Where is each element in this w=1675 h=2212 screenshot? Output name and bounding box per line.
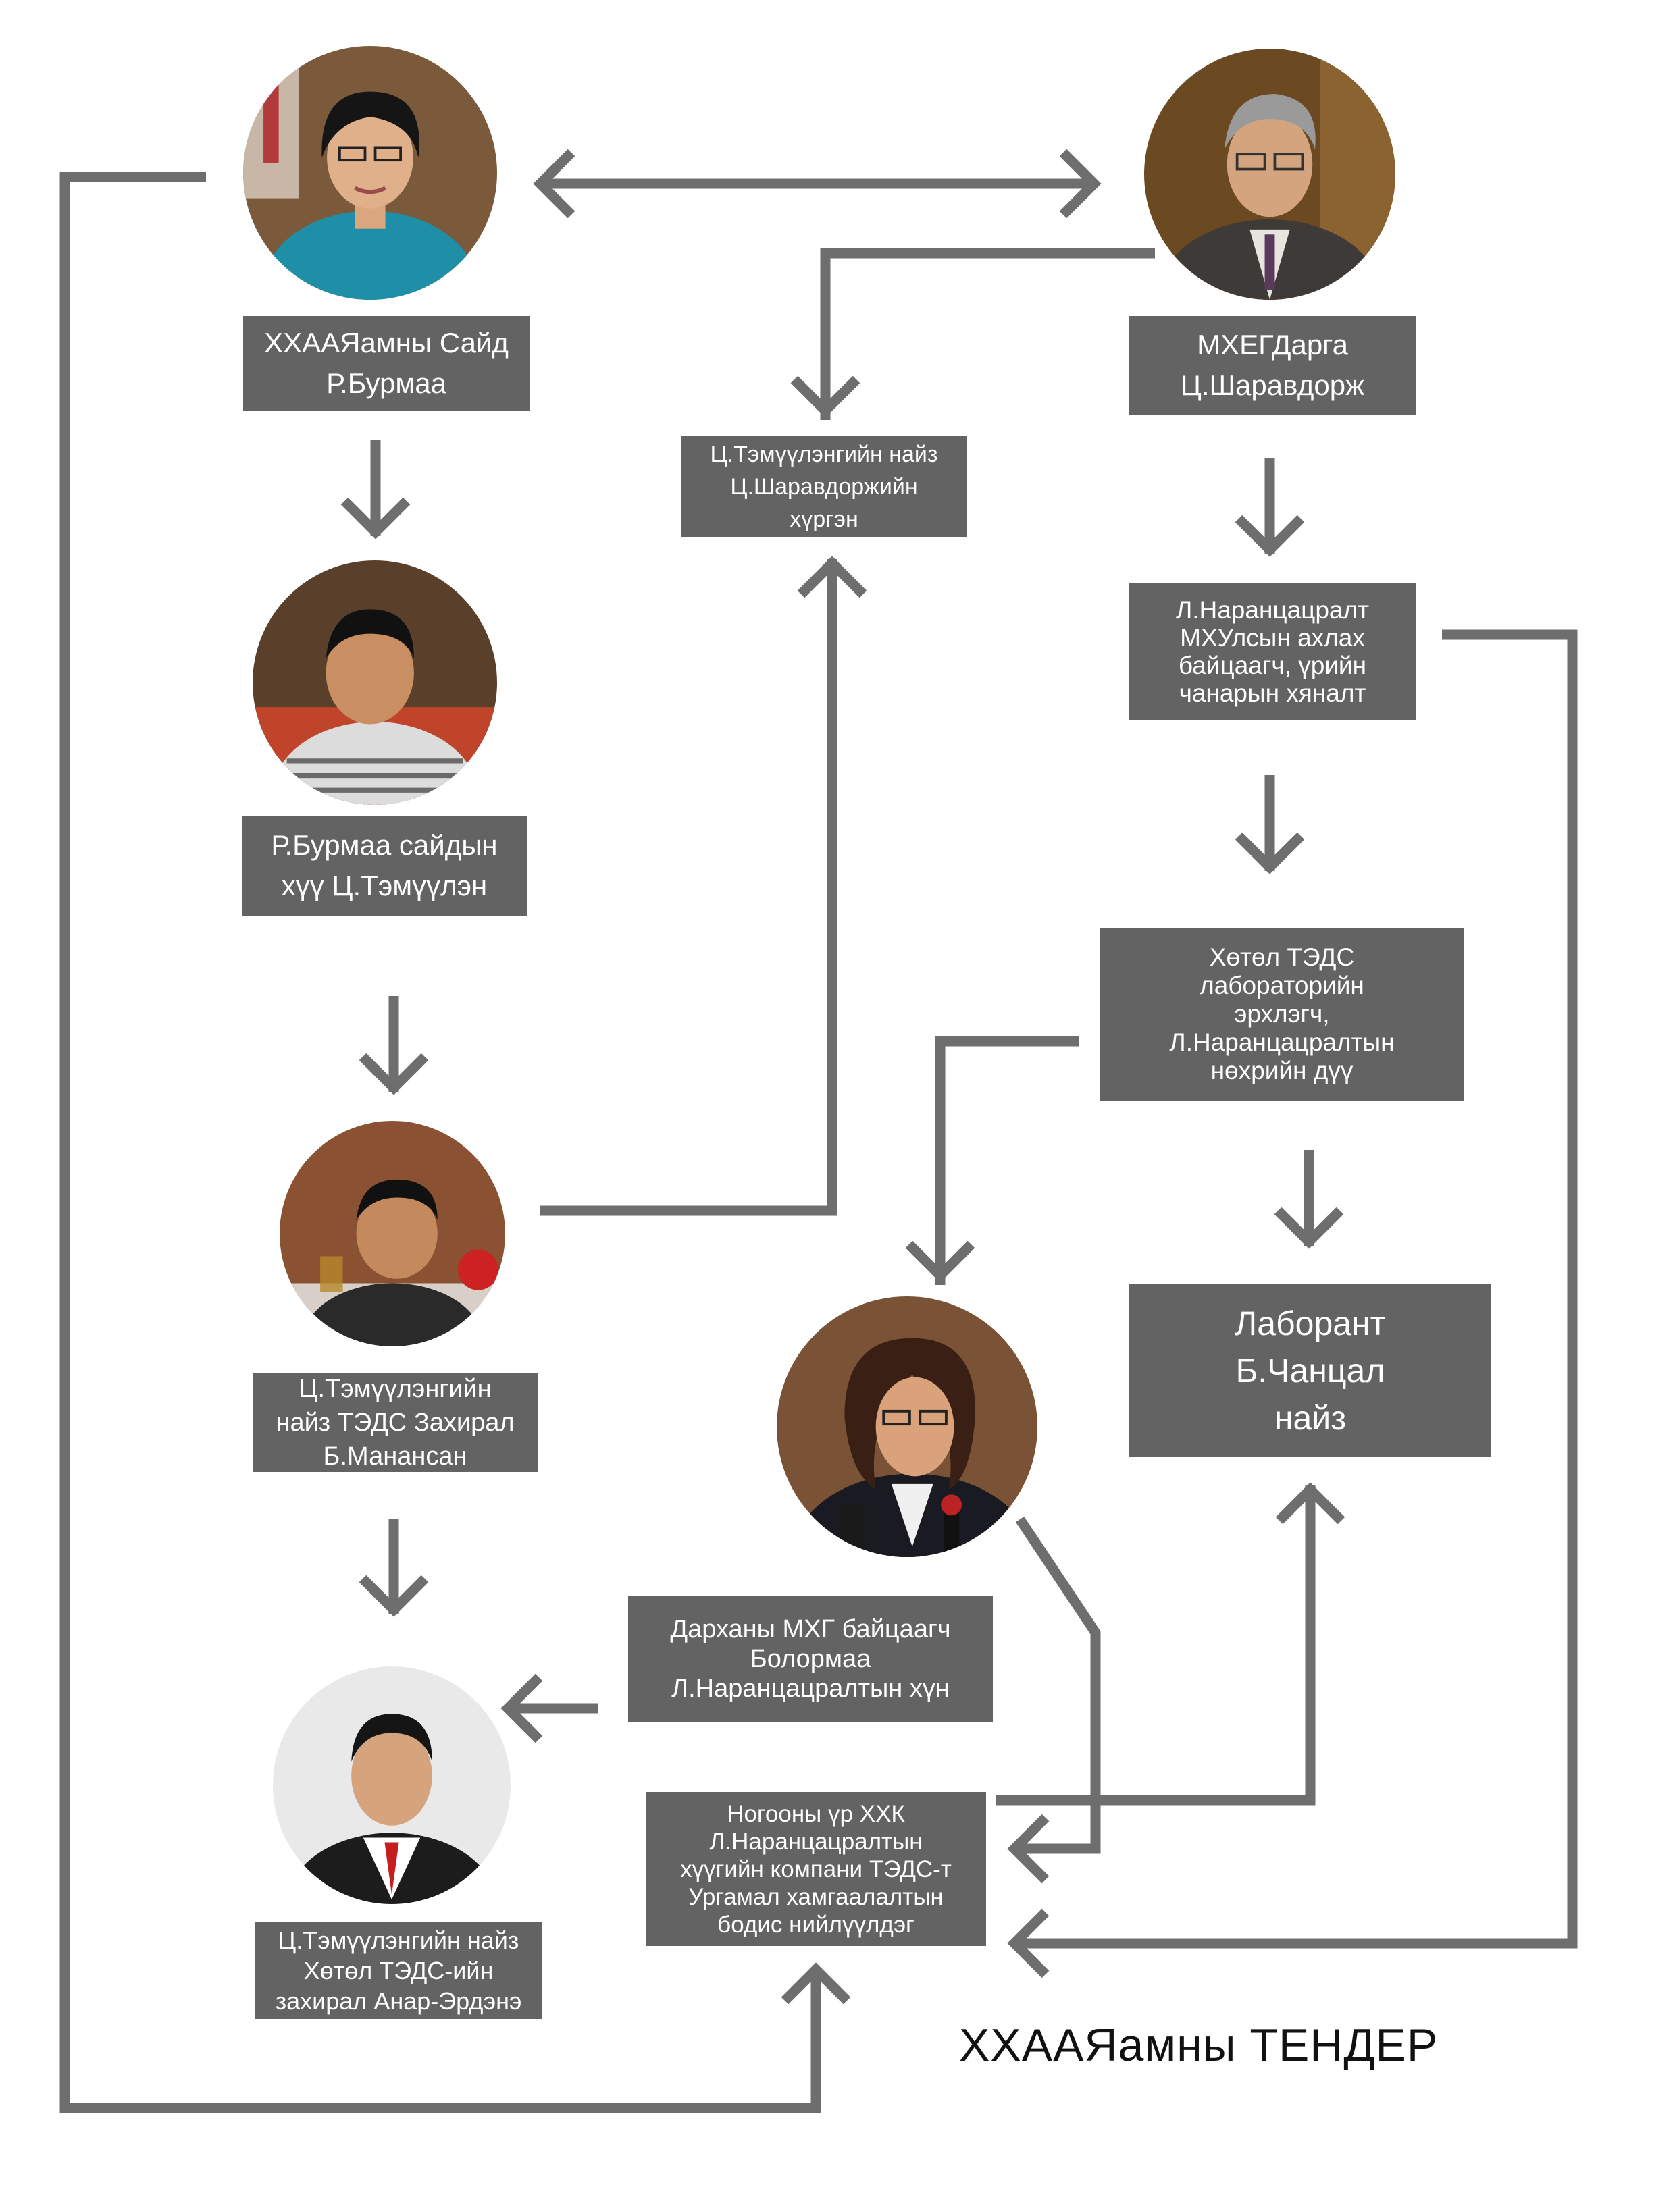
arrow-woman-nogoon [1007,1516,1101,1884]
node-bolormaa: Дарханы МХГ байцаагч Болормаа Л.Наранцац… [628,1596,993,1722]
node-burmaa-son: Р.Бурмаа сайдын хүү Ц.Тэмүүлэн [242,816,527,916]
node-lab-head: Хөтөл ТЭДС лабораторийн эрхлэгч, Л.Наран… [1100,928,1464,1101]
arrow-nogoon-chantsal [996,1482,1345,1806]
arrow-labhead-woman [905,1036,1079,1285]
arrow-burmaa-sharavdorj [533,149,1102,219]
node-sharavdorj: МХЕГДарга Ц.Шаравдорж [1129,316,1416,415]
photo-burmaa [243,46,497,300]
arrow-narantsetsralt-nogoon [1007,629,1578,1978]
arrow-sharavdorj-narantsetsralt [1235,458,1305,557]
arrow-burmaa-son [340,440,411,539]
node-narantsetsralt: Л.Наранцацралт МХУлсын ахлах байцаагч, ү… [1129,583,1416,720]
arrow-son-manansan [359,996,429,1095]
arrow-sharavdorj-soninlaw [790,248,1155,420]
node-manansan: Ц.Тэмүүлэнгийн найз ТЭДС Захирал Б.Манан… [253,1373,538,1472]
node-temuulen-friend-soninlaw: Ц.Тэмүүлэнгийн найз Ц.Шаравдоржийн хүргэ… [681,436,967,537]
node-chantsal: Лаборант Б.Чанцал найз [1129,1284,1491,1457]
photo-anar-erdene [273,1666,511,1904]
arrow-burmaa-nogoon [59,172,851,2113]
arrow-bolormaa-anarerdene [500,1673,598,1743]
arrow-manansan-soninlaw [540,556,867,1216]
node-nogoon: Ногооны үр ХХК Л.Наранцацралтын хүүгийн … [646,1792,986,1946]
diagram-title: ХХААЯамны ТЕНДЕР [959,2020,1439,2071]
node-anar-erdene: Ц.Тэмүүлэнгийн найз Хөтөл ТЭДС-ийн захир… [255,1922,542,2019]
arrow-labhead-chantsal [1274,1150,1344,1249]
photo-woman-glasses [777,1296,1037,1557]
node-burmaa: ХХААЯамны Сайд Р.Бурмаа [243,316,530,411]
photo-manansan [280,1121,505,1346]
photo-temuulen [253,560,497,805]
photo-sharavdorj [1144,49,1395,300]
arrow-manansan-anarerdene [359,1519,429,1617]
arrow-narantsetsralt-labhead [1235,775,1305,874]
